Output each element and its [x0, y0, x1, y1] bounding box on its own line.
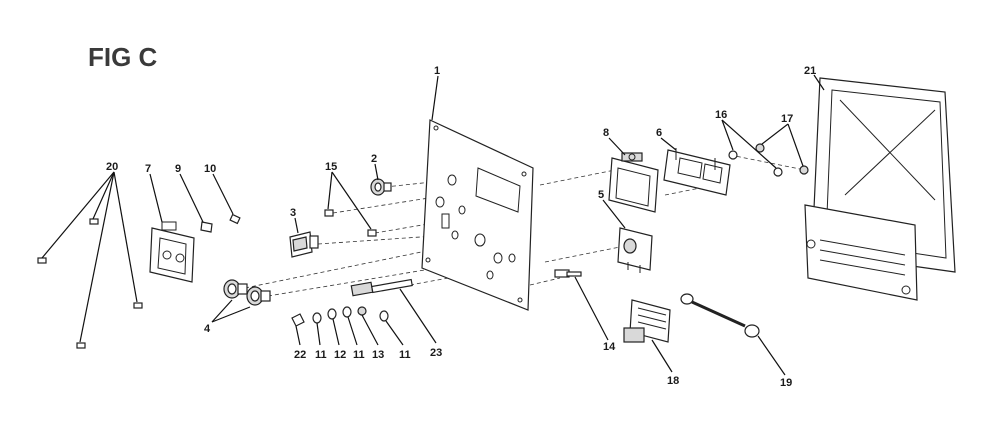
callout-21: 21	[804, 65, 816, 77]
callout-19: 19	[780, 377, 792, 389]
callout-18: 18	[667, 375, 679, 387]
mounting-bracket	[149, 221, 195, 283]
bolt	[554, 269, 582, 278]
ground-strap	[680, 293, 760, 338]
circuit-breaker	[617, 227, 653, 273]
callout-16: 16	[715, 109, 727, 121]
callout-2: 2	[371, 153, 377, 165]
callout-14: 14	[603, 341, 616, 353]
plate-screws	[324, 209, 377, 237]
callout-1: 1	[434, 65, 440, 77]
callout-13: 13	[372, 349, 384, 361]
callout-3: 3	[290, 207, 296, 219]
mounting-plate	[421, 119, 534, 311]
callout-17: 17	[781, 113, 793, 125]
callout-15: 15	[325, 161, 337, 173]
duplex-receptacle	[663, 148, 731, 196]
callout-4: 4	[204, 323, 211, 335]
front-housing	[804, 77, 956, 301]
bracket-screws	[37, 218, 143, 349]
callout-23: 23	[430, 347, 442, 359]
callout-7: 7	[145, 163, 151, 175]
outlet-cover	[608, 152, 659, 213]
callout-9: 9	[175, 163, 181, 175]
callout-11c: 11	[399, 349, 411, 361]
callout-5: 5	[598, 189, 604, 201]
callout-12: 12	[334, 349, 346, 361]
callout-labels: 1 2 3 4 5 6 7 8 9 10 11 11 11 12 13 14 1…	[106, 65, 816, 389]
washer-stack	[312, 306, 389, 324]
fuse-holder	[370, 178, 392, 196]
callout-11a: 11	[315, 349, 327, 361]
callout-20: 20	[106, 161, 118, 173]
receptacle-hardware	[728, 143, 809, 177]
small-screw	[229, 213, 241, 225]
callout-10: 10	[204, 163, 216, 175]
small-clip	[200, 221, 213, 233]
callout-6: 6	[656, 127, 662, 139]
output-terminals	[223, 279, 271, 306]
callout-11b: 11	[353, 349, 365, 361]
rocker-switch	[289, 231, 319, 258]
callout-22: 22	[294, 349, 306, 361]
wing-nut	[291, 313, 305, 327]
leader-lines	[41, 74, 825, 376]
threaded-fitting	[350, 278, 413, 297]
heat-sink	[623, 299, 671, 343]
figure-title: FIG C	[88, 42, 158, 72]
callout-8: 8	[603, 127, 609, 139]
